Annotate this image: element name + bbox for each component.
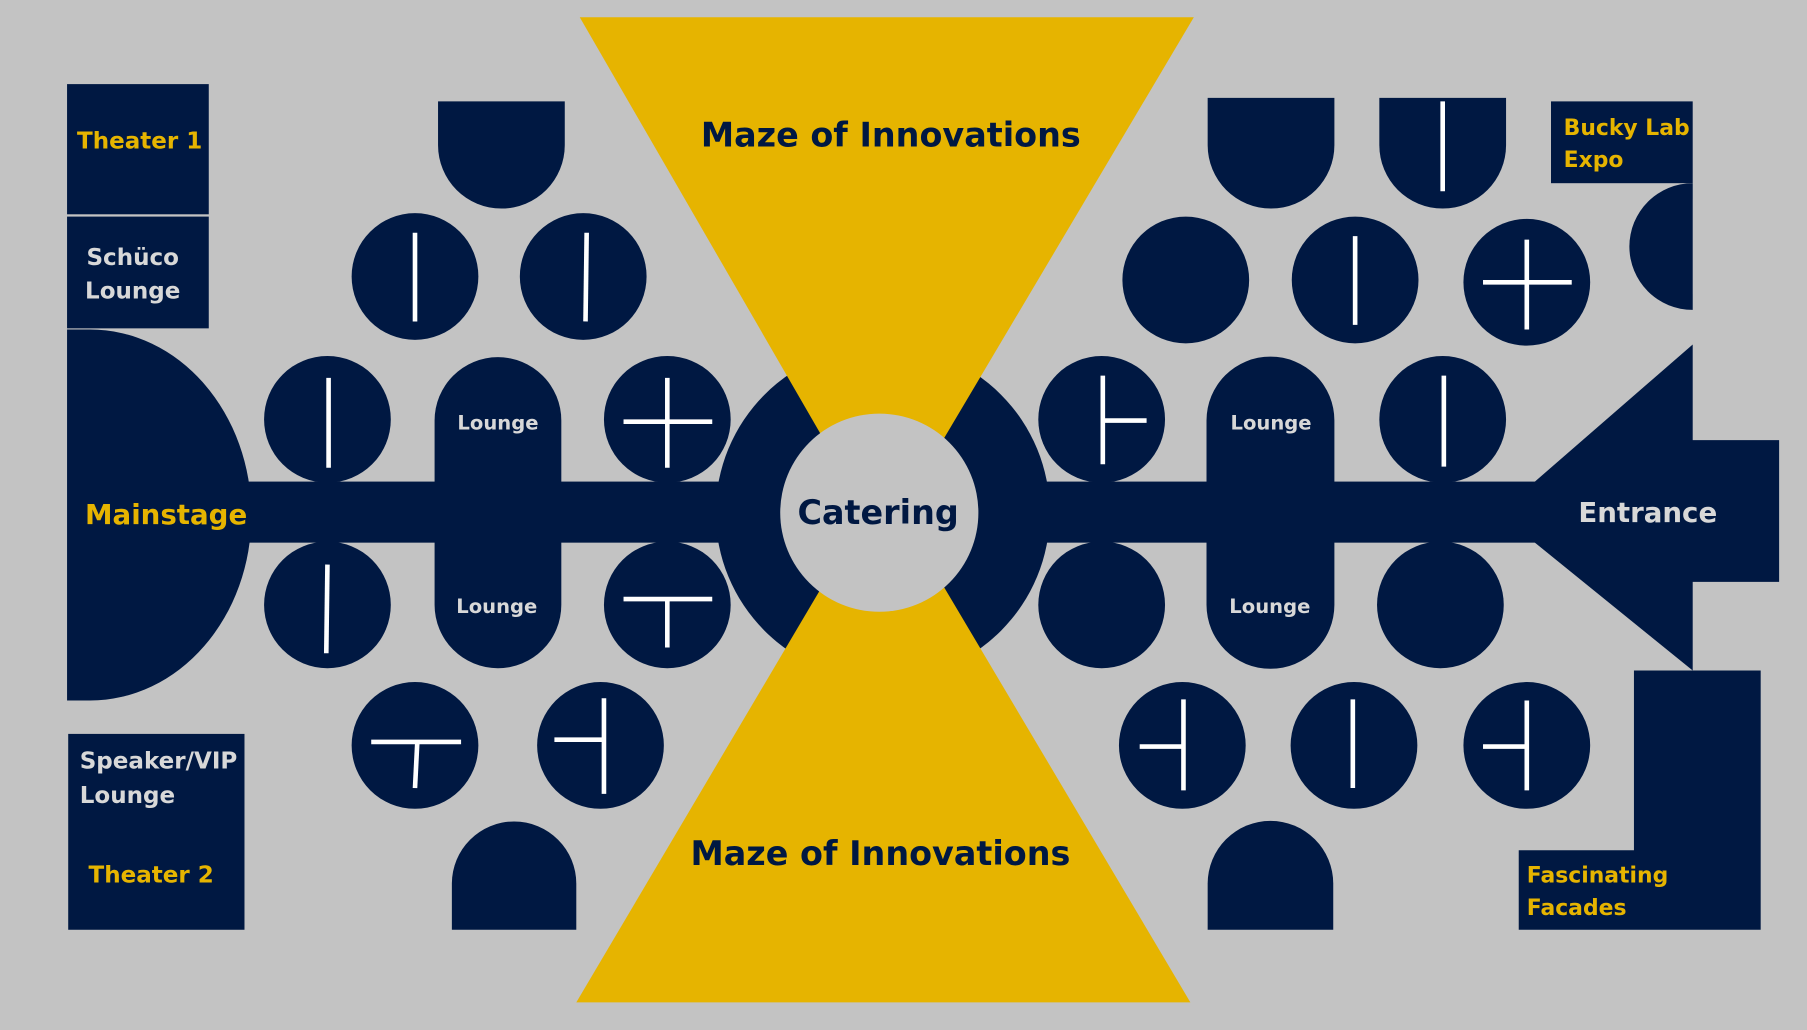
- maze-top-area[interactable]: [579, 17, 1194, 542]
- booth-dividers-right: [1100, 101, 1572, 791]
- theater-2-label: Theater 2: [89, 863, 214, 889]
- bucky-lab-dome[interactable]: [1629, 183, 1693, 310]
- schueco-lounge-room[interactable]: [67, 216, 209, 329]
- bucky-lab-label-2: Expo: [1564, 148, 1624, 173]
- facades-label-1: Fascinating: [1527, 864, 1668, 889]
- theater-1-room[interactable]: [67, 84, 209, 215]
- entrance-label: Entrance: [1578, 496, 1717, 529]
- facades-label-2: Facades: [1527, 896, 1627, 921]
- schueco-label-1: Schüco: [86, 245, 179, 271]
- schueco-label-2: Lounge: [85, 278, 180, 304]
- speaker-vip-room[interactable]: [68, 733, 245, 930]
- bucky-lab-room[interactable]: [1550, 101, 1693, 184]
- fascinating-facades-area[interactable]: [1518, 670, 1761, 930]
- maze-bottom-area[interactable]: [576, 483, 1191, 1003]
- mainstage-area[interactable]: [67, 329, 252, 701]
- speaker-vip-label-2: Lounge: [80, 783, 175, 809]
- booth[interactable]: [537, 682, 664, 809]
- mainstage-label: Mainstage: [85, 498, 247, 531]
- booth-dome[interactable]: [438, 101, 565, 209]
- entrance-arrow[interactable]: [1534, 344, 1780, 671]
- theater-1-label: Theater 1: [77, 129, 202, 155]
- lounge-label: Lounge: [456, 595, 537, 618]
- maze-top-label: Maze of Innovations: [701, 115, 1081, 154]
- bucky-lab-label-1: Bucky Lab: [1564, 116, 1690, 141]
- catering-area[interactable]: [780, 413, 979, 612]
- lounge-label: Lounge: [457, 412, 538, 435]
- booth[interactable]: [1038, 541, 1166, 669]
- speaker-vip-label-1: Speaker/VIP: [80, 748, 238, 774]
- booth-dome[interactable]: [1207, 820, 1334, 930]
- booth[interactable]: [1122, 216, 1250, 344]
- lounge-label: Lounge: [1230, 412, 1311, 435]
- booth[interactable]: [1377, 541, 1504, 669]
- booth-dome[interactable]: [451, 821, 577, 930]
- lounge-right-pill[interactable]: [1206, 356, 1335, 669]
- booth-circles-left: [264, 213, 731, 809]
- booth[interactable]: [519, 213, 647, 340]
- booth-dome[interactable]: [1207, 97, 1335, 209]
- maze-bottom-label: Maze of Innovations: [690, 834, 1070, 873]
- catering-label: Catering: [797, 493, 958, 532]
- lounge-label: Lounge: [1229, 595, 1310, 618]
- lounge-left-pill[interactable]: [434, 357, 562, 669]
- booth-dividers-left: [323, 232, 713, 794]
